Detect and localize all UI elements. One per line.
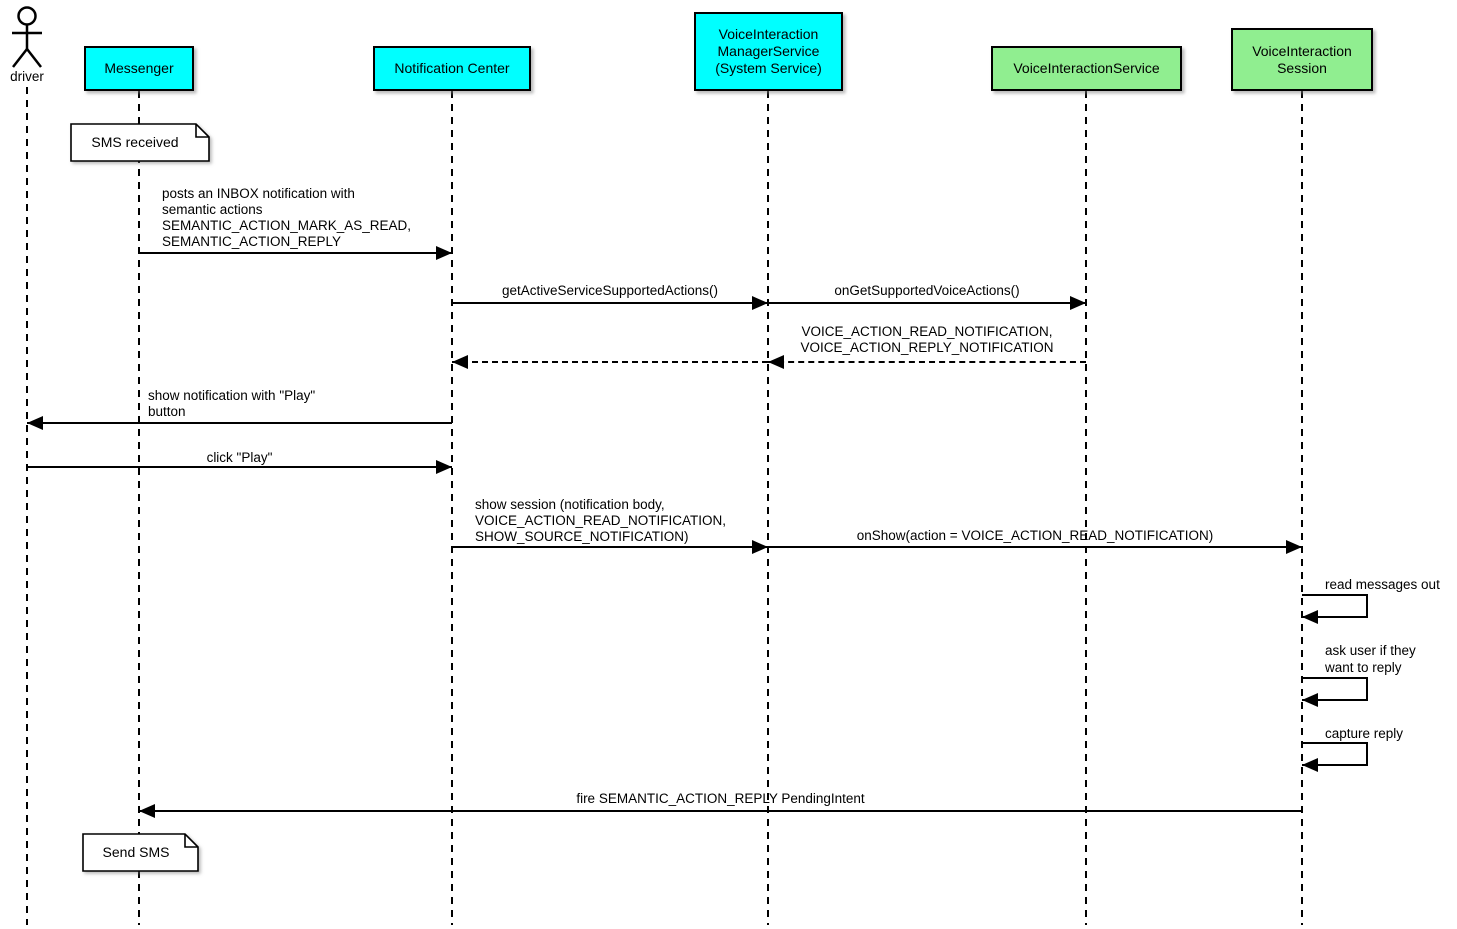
lifeline-messenger [138,91,140,925]
participant-messenger: Messenger [84,46,194,91]
arrowhead [1286,540,1302,554]
self-message-arrow [1302,742,1368,766]
message-arrow [139,810,1302,812]
arrowhead [752,540,768,554]
arrowhead [768,355,784,369]
message-label: posts an INBOX notification with semanti… [162,186,412,249]
arrowhead [1302,758,1318,772]
arrowhead [752,296,768,310]
actor-stick-figure-icon [12,6,42,68]
arrowhead [1302,610,1318,624]
arrowhead [436,460,452,474]
note-sms-received-text: SMS received [91,134,179,150]
self-message-arrow [1302,677,1368,701]
participant-voice-interaction-session: VoiceInteraction Session [1231,28,1373,91]
arrowhead [27,416,43,430]
arrowhead [1302,693,1318,707]
message-arrow [27,422,452,424]
message-label: onShow(action = VOICE_ACTION_READ_NOTIFI… [856,528,1214,543]
arrowhead [1070,296,1086,310]
message-label: VOICE_ACTION_READ_NOTIFICATION, VOICE_AC… [800,324,1054,355]
actor-label: driver [10,69,44,84]
lifeline-voice-interaction-manager-service [767,91,769,925]
message-return-arrow [768,361,1086,363]
self-message-label: capture reply [1325,726,1404,741]
lifeline-voice-interaction-session [1301,91,1303,925]
self-message-label: read messages out [1325,577,1440,592]
participant-notification-center: Notification Center [373,46,531,91]
message-label: click "Play" [206,450,273,465]
lifeline-voice-interaction-service [1085,91,1087,925]
message-arrow [452,546,768,548]
self-message-label: ask user if they want to reply [1325,643,1416,675]
message-arrow [452,302,768,304]
message-arrow [768,546,1302,548]
note-send-sms-text: Send SMS [102,844,170,860]
self-message-arrow [1302,594,1368,618]
message-arrow [768,302,1086,304]
message-label: onGetSupportedVoiceActions() [834,283,1020,298]
message-arrow [139,252,452,254]
arrowhead [139,804,155,818]
message-label: getActiveServiceSupportedActions() [501,283,719,298]
participant-voice-interaction-manager-service: VoiceInteraction ManagerService (System … [694,12,843,91]
message-label: show session (notification body, VOICE_A… [475,497,727,544]
message-arrow [27,466,452,468]
message-label: show notification with "Play" button [148,388,316,419]
arrowhead [452,355,468,369]
arrowhead [436,246,452,260]
lifeline-notification-center [451,91,453,925]
note-send-sms [82,833,199,872]
lifeline-driver [26,87,28,925]
message-label: fire SEMANTIC_ACTION_REPLY PendingIntent [576,791,865,806]
note-sms-received [70,123,210,162]
message-return-arrow [452,361,768,363]
participant-voice-interaction-service: VoiceInteractionService [991,46,1182,91]
